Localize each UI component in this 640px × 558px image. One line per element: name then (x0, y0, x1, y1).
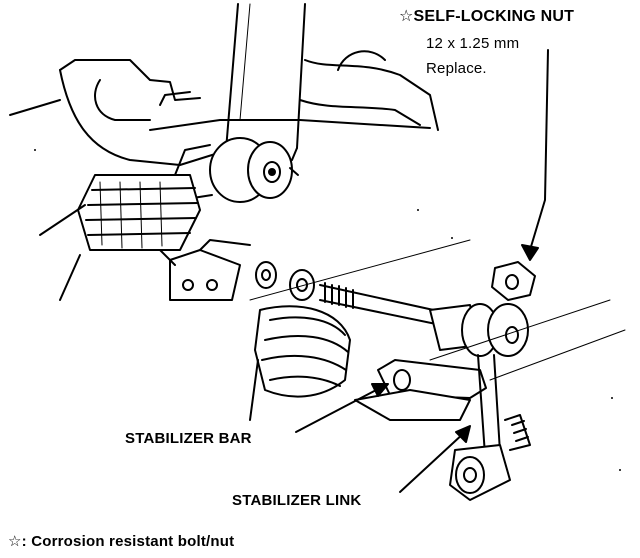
link-leader-arrow (399, 425, 471, 493)
speckles (34, 149, 621, 471)
cv-boot-lower (249, 305, 351, 421)
self-locking-nut-label: ☆SELF-LOCKING NUT (399, 8, 575, 25)
nut-size-spec: 12 x 1.25 mm (426, 35, 520, 52)
link-upper-bushing (429, 303, 529, 357)
corrosion-footnote: ☆: Corrosion resistant bolt/nut (8, 533, 235, 550)
self-locking-nut (491, 261, 536, 301)
stabilizer-link-label: STABILIZER LINK (232, 492, 362, 509)
knuckle-housing (9, 50, 439, 166)
nut-leader-arrow (521, 49, 549, 261)
cv-boot-upper (39, 174, 201, 301)
stabilizer-bar-arm (354, 299, 626, 421)
nut-replace-note: Replace. (426, 60, 487, 77)
link-lower-bushing (449, 414, 531, 501)
stabilizer-link-rod (477, 354, 501, 456)
washers (255, 261, 315, 301)
upper-bushing (174, 137, 299, 203)
bracket (159, 239, 251, 301)
bar-leader-arrow (295, 383, 389, 433)
stabilizer-bar-label: STABILIZER BAR (125, 430, 252, 447)
